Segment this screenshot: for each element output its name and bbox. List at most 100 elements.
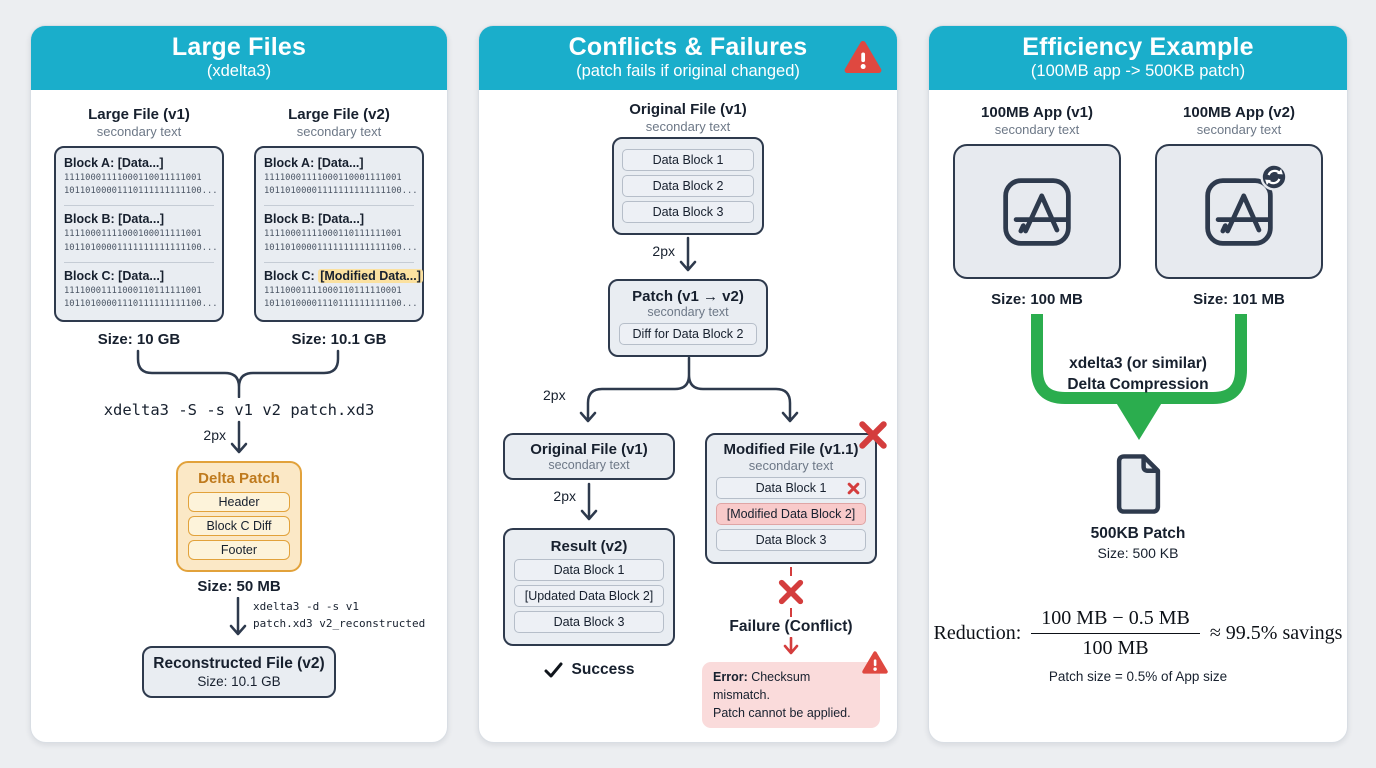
delta-compression-connector: xdelta3 (or similar) Delta Compression — [929, 314, 1347, 450]
failure-column: Modified File (v1.1) secondary text Data… — [702, 421, 888, 729]
delta-patch-row: Header — [188, 492, 290, 513]
delta-patch-box: Delta Patch Header Block C Diff Footer — [176, 461, 302, 573]
data-row: Data Block 2 — [622, 175, 754, 197]
file-sublabel: secondary text — [296, 124, 382, 139]
app-store-icon — [999, 174, 1075, 250]
panel-title: Conflicts & Failures — [568, 33, 808, 61]
red-down-arrow-icon — [783, 637, 799, 655]
error-box: Error: Checksum mismatch. Patch cannot b… — [702, 651, 888, 729]
original-file-box: Original File (v1) secondary text — [503, 433, 675, 480]
panel-subtitle: (patch fails if original changed) — [576, 62, 800, 80]
app-columns: 100MB App (v1) secondary text Size: 100 … — [929, 90, 1347, 308]
patch-sublabel: secondary text — [647, 305, 729, 319]
app-v1-column: 100MB App (v1) secondary text Size: 100 … — [952, 104, 1122, 308]
app-store-icon — [1201, 162, 1288, 250]
block-title: Block A: [Data...] — [264, 156, 364, 170]
block-title: Block A: [Data...] — [64, 156, 164, 170]
app-label: 100MB App (v2) — [1183, 104, 1295, 121]
modified-data-row: [Modified Data Block 2] — [716, 503, 866, 525]
process-label-line1: xdelta3 (or similar) — [1069, 355, 1207, 372]
panel-title: Efficiency Example — [1022, 33, 1254, 61]
data-row-label: Data Block 1 — [553, 563, 625, 577]
red-arrow-shaft — [789, 608, 793, 617]
data-row-label: [Modified Data Block 2] — [726, 507, 856, 521]
source-label: Original File (v1) — [629, 101, 747, 118]
block-title: Block B: [Data...] — [64, 212, 165, 227]
panel-subtitle: (100MB app -> 500KB patch) — [1030, 62, 1246, 80]
success-status: Success — [544, 661, 634, 679]
modified-title: Modified File (v1.1) — [723, 441, 859, 458]
down-arrow: 2px — [503, 481, 675, 527]
check-icon — [544, 662, 563, 678]
brace-connector — [136, 349, 340, 399]
panel-large-files: Large Files (xdelta3) Large File (v1) se… — [30, 25, 448, 743]
block-binary: 10110100001110111111111100... — [264, 298, 418, 309]
source-file-heading: Original File (v1) secondary text — [479, 101, 897, 134]
block: Block A: [Data...] 111100011110001100111… — [64, 150, 218, 205]
panel-header: Conflicts & Failures (patch fails if ori… — [479, 26, 897, 90]
block-binary: 10110100001110111111111100... — [64, 298, 218, 309]
delta-patch-title: Delta Patch — [198, 470, 280, 488]
arrow-label: 2px — [203, 427, 226, 444]
data-row: [Updated Data Block 2] — [514, 585, 664, 607]
data-row-label: Data Block 2 — [652, 179, 724, 193]
failure-flow: Failure (Conflict) Error: Checksum misma… — [702, 567, 888, 729]
data-row: Data Block 1 — [716, 477, 866, 499]
block-binary: 10110100001110111111111100... — [64, 186, 218, 197]
data-row-label: Data Block 1 — [652, 153, 724, 167]
down-arrow-icon — [230, 420, 248, 454]
data-row: Data Block 3 — [622, 201, 754, 223]
block-binary: 10110100001111111111111100... — [64, 242, 218, 253]
patch-row: Diff for Data Block 2 — [619, 323, 757, 345]
file-v2-column: Large File (v2) secondary text Block A: … — [254, 106, 424, 348]
refresh-icon — [1260, 162, 1288, 191]
delta-patch-row: Footer — [188, 540, 290, 561]
panel-conflicts: Conflicts & Failures (patch fails if ori… — [478, 25, 898, 743]
app-box-v2 — [1155, 144, 1323, 279]
reconstructed-file-box: Reconstructed File (v2) Size: 10.1 GB — [142, 646, 336, 699]
block-binary: 10110100001111111111111100... — [264, 242, 418, 253]
block-binary: 11110001111000110111110001 — [264, 285, 402, 296]
file-label: Large File (v1) — [88, 106, 190, 123]
file-box-v2: Block A: [Data...] 111100011110001100011… — [254, 146, 424, 323]
modified-data-highlight: [Modified Data...] — [318, 268, 423, 283]
block-title: Block C: [Modified Data...] — [264, 268, 423, 283]
block: Block C: [Data...] 111100011110001101111… — [64, 261, 218, 318]
error-line2: Patch cannot be applied. — [713, 706, 851, 721]
formula-footnote: Patch size = 0.5% of App size — [1048, 669, 1228, 684]
size-label: Size: 101 MB — [1193, 291, 1285, 308]
block-title-prefix: Block C: — [264, 268, 319, 283]
down-arrow-icon — [229, 597, 247, 636]
size-label: Size: 100 MB — [991, 291, 1083, 308]
decode-command: xdelta3 -d -s v1 patch.xd3 v2_reconstruc… — [253, 599, 425, 632]
patch-label: 500KB Patch — [1090, 525, 1186, 542]
error-line1: Error: Checksum mismatch. — [713, 668, 869, 704]
data-row: Data Block 1 — [622, 149, 754, 171]
size-label: Size: 10 GB — [97, 331, 181, 349]
block: Block A: [Data...] 111100011110001100011… — [264, 150, 418, 205]
size-label: Size: 50 MB — [197, 578, 281, 596]
success-column: Original File (v1) secondary text 2px Re… — [503, 433, 675, 679]
green-funnel-arrow-icon — [1031, 314, 1247, 440]
down-arrow-icon — [679, 236, 697, 272]
result-box: Result (v2) Data Block 1 [Updated Data B… — [503, 528, 675, 646]
data-row: Data Block 1 — [514, 559, 664, 581]
decode-step: xdelta3 -d -s v1 patch.xd3 v2_reconstruc… — [31, 596, 447, 646]
delta-patch-row: Block C Diff — [188, 516, 290, 537]
patch-size-label: Size: 500 KB — [1097, 545, 1179, 561]
file-sublabel: secondary text — [96, 124, 182, 139]
panel-title: Large Files — [171, 33, 307, 61]
block-binary: 10110100001111111111111100... — [264, 186, 418, 197]
source-sublabel: secondary text — [645, 119, 731, 134]
original-sublabel: secondary text — [548, 458, 630, 472]
formula-numerator: 100 MB − 0.5 MB — [1031, 607, 1200, 634]
modified-file-box: Modified File (v1.1) secondary text Data… — [705, 421, 887, 564]
arrow-label: 2px — [652, 243, 675, 259]
reduction-formula: Reduction: 100 MB − 0.5 MB 100 MB ≈ 99.5… — [929, 607, 1347, 660]
original-title: Original File (v1) — [530, 441, 648, 458]
patch-title: Patch (v1 → v2) — [632, 288, 744, 305]
block-binary: 11110001111000110111111001 — [264, 229, 402, 240]
file-v1-column: Large File (v1) secondary text Block A: … — [54, 106, 224, 348]
warning-icon — [862, 650, 888, 680]
data-row: Data Block 3 — [716, 529, 866, 551]
